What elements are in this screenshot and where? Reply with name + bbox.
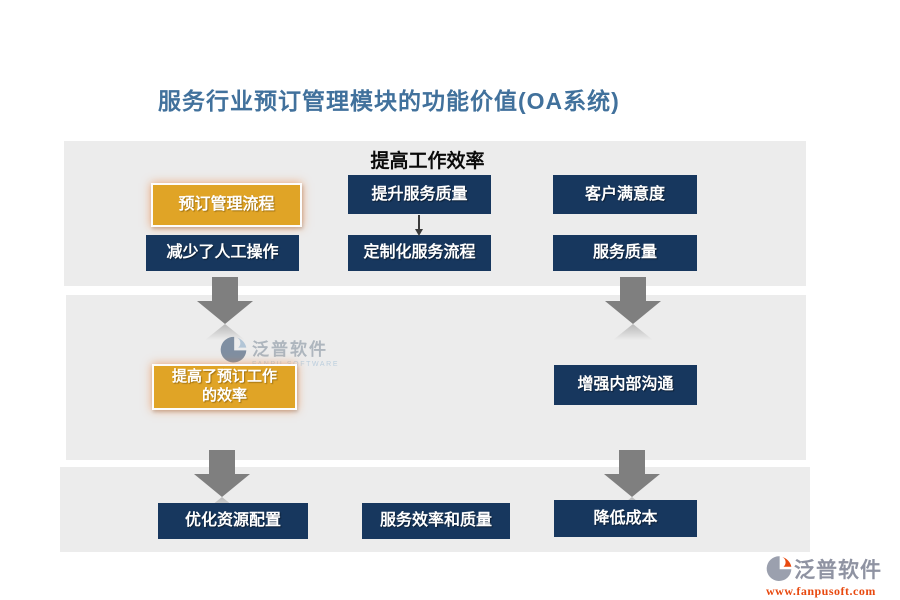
box-enhance-internal-communication: 增强内部沟通 xyxy=(554,365,697,405)
box-optimize-resource-allocation: 优化资源配置 xyxy=(158,503,308,539)
page-title: 服务行业预订管理模块的功能价值(OA系统) xyxy=(158,88,620,114)
fanpu-watermark-icon xyxy=(220,336,247,363)
connector-arrow-icon xyxy=(414,215,423,236)
box-reduced-manual-operation: 减少了人工操作 xyxy=(146,235,299,271)
fanpu-logo-icon xyxy=(766,556,792,581)
box-booking-management-process: 预订管理流程 xyxy=(151,183,302,227)
box-service-quality: 服务质量 xyxy=(553,235,697,271)
box-improved-booking-efficiency-line2: 的效率 xyxy=(201,387,247,404)
box-improved-booking-efficiency: 提高了预订工作 的效率 xyxy=(152,364,297,410)
box-improve-service-quality: 提升服务质量 xyxy=(348,175,491,214)
watermark-name: 泛普软件 xyxy=(252,340,328,359)
fanpu-logo: 泛普软件 www.fanpusoft.com xyxy=(766,554,896,599)
box-improved-booking-efficiency-line1: 提高了预订工作 xyxy=(171,368,277,386)
box-customized-service-process: 定制化服务流程 xyxy=(348,235,491,271)
fanpu-logo-name: 泛普软件 xyxy=(794,559,882,582)
fanpu-logo-url: www.fanpusoft.com xyxy=(766,584,876,598)
box-service-efficiency-quality: 服务效率和质量 xyxy=(362,503,510,539)
band1-heading: 提高工作效率 xyxy=(370,151,485,172)
box-customer-satisfaction: 客户满意度 xyxy=(553,175,697,214)
box-reduce-cost: 降低成本 xyxy=(554,500,697,537)
